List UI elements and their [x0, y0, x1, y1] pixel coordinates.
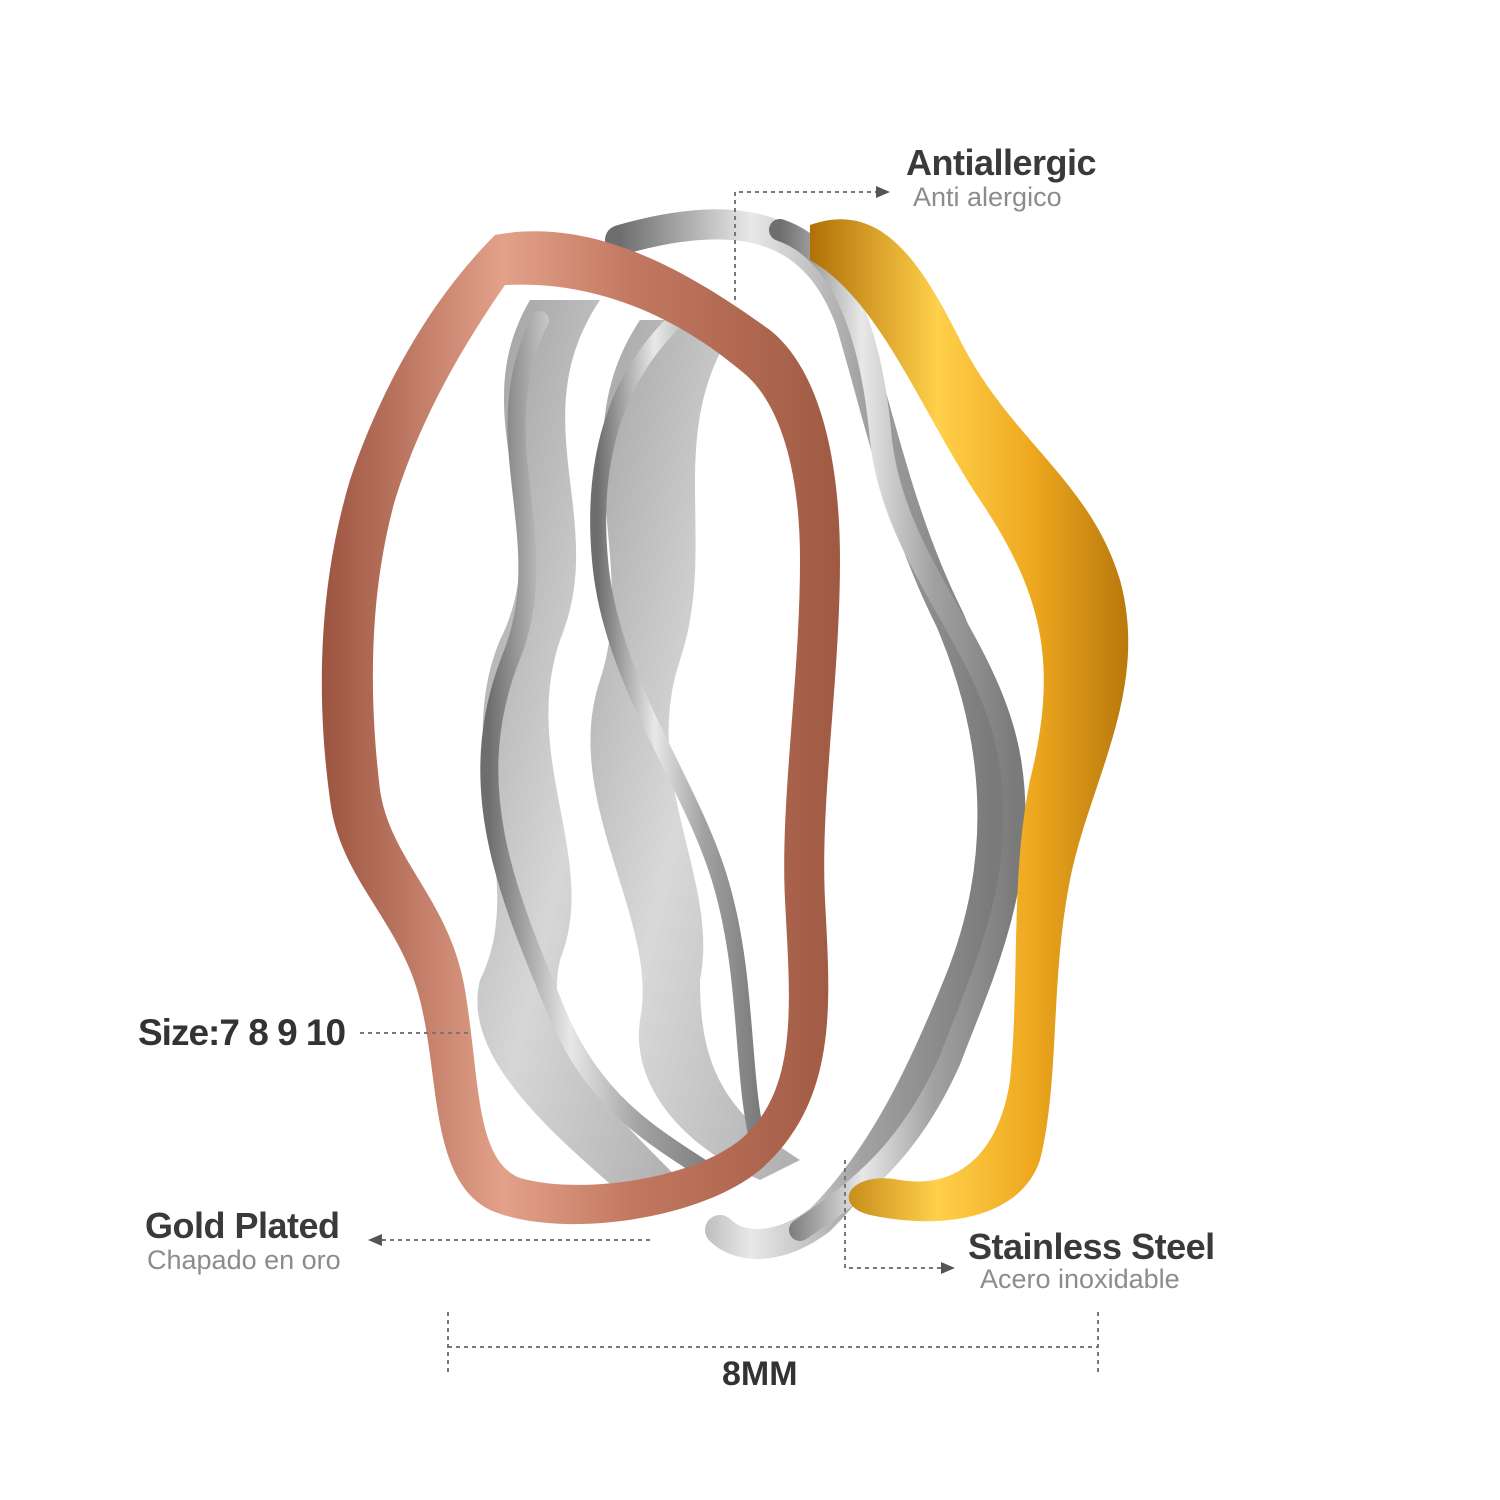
- steel-ring-inner-2: [590, 292, 768, 1158]
- steel-leader: [844, 1160, 945, 1269]
- gold-plated-label-es: Chapado en oro: [147, 1245, 341, 1275]
- steel-ring-inner: [480, 311, 729, 1189]
- gold-ring: [810, 219, 1129, 1222]
- stainless-steel-label: Stainless Steel: [968, 1226, 1215, 1267]
- inner-band-surface-2: [590, 320, 800, 1180]
- gold-plated-label: Gold Plated: [145, 1205, 340, 1246]
- annotation-arrows: [368, 186, 955, 1274]
- rose-gold-ring: [321, 231, 840, 1225]
- size-label: Size:7 8 9 10: [138, 1012, 346, 1053]
- arrow-head-steel: [941, 1262, 955, 1274]
- steel-ring-front: [769, 219, 1026, 1241]
- stainless-steel-label-es: Acero inoxidable: [980, 1264, 1180, 1294]
- antiallergic-leader: [734, 191, 880, 300]
- antiallergic-label: Antiallergic: [906, 142, 1097, 183]
- arrow-head-antiallergic: [876, 186, 890, 198]
- annotation-lines: [360, 191, 1099, 1372]
- antiallergic-label-es: Anti alergico: [913, 182, 1062, 212]
- width-label: 8MM: [722, 1355, 798, 1393]
- arrow-head-gold: [368, 1234, 382, 1246]
